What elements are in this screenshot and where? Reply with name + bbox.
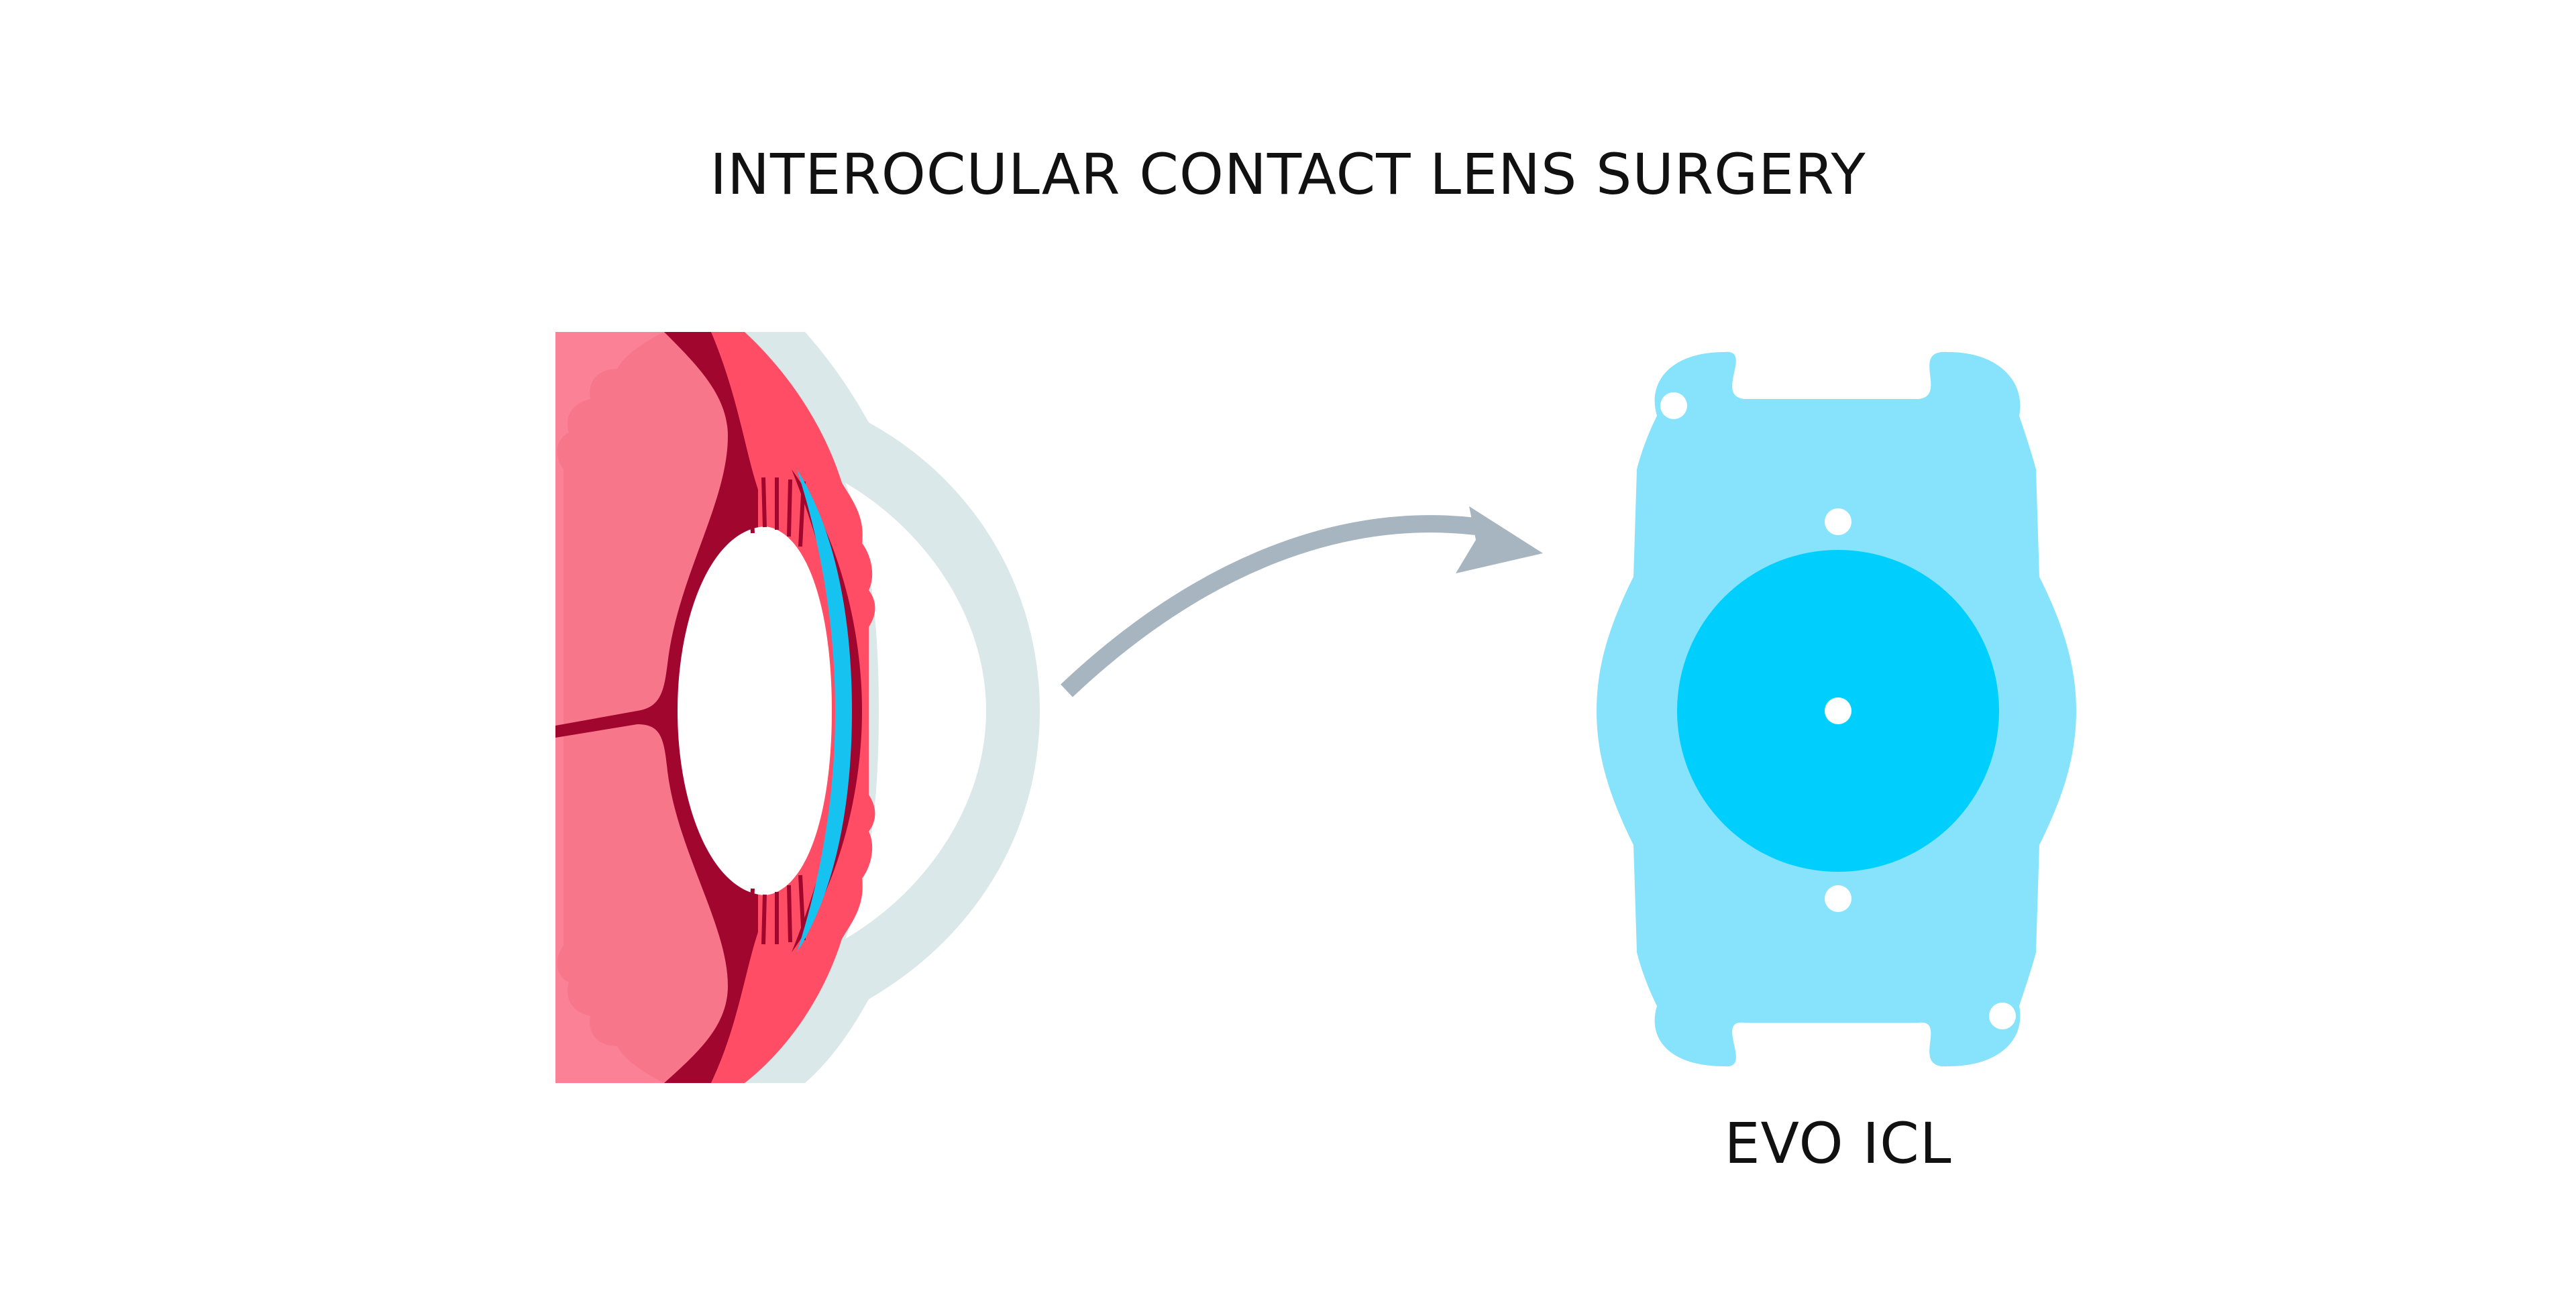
- icl-hole-bottom-right: [1989, 1003, 2016, 1029]
- icl-hole-center: [1825, 697, 1851, 724]
- eye-cross-section-illustration: [555, 332, 1040, 1083]
- lens-label: EVO ICL: [1724, 1111, 1952, 1176]
- anterior-chamber: [845, 483, 986, 939]
- curved-arrow-icon: [1061, 506, 1543, 697]
- evo-icl-lens-illustration: [1597, 351, 2076, 1067]
- icl-hole-top-left: [1660, 392, 1687, 419]
- iris-tissue: [555, 332, 771, 1083]
- iris-front-band: [792, 469, 862, 952]
- zonule-fibers-bottom: [748, 874, 806, 945]
- page-title: INTEROCULAR CONTACT LENS SURGERY: [710, 141, 1866, 207]
- implanted-icl: [797, 469, 852, 952]
- icl-hole-bottom-center: [1825, 885, 1851, 912]
- icl-hole-top-center: [1825, 508, 1851, 535]
- natural-lens: [678, 526, 832, 895]
